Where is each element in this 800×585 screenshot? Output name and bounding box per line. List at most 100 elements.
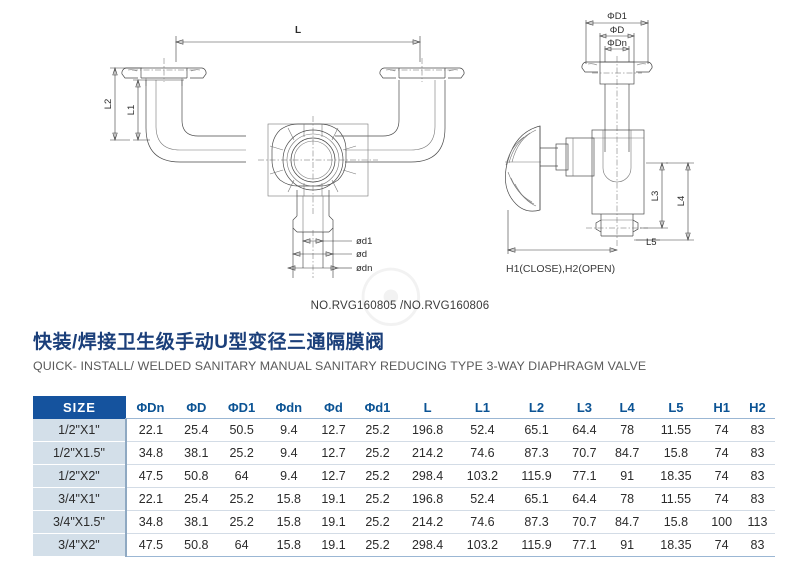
cell-value: 115.9 bbox=[509, 533, 564, 557]
cell-value: 78 bbox=[605, 487, 649, 511]
part-number-caption: NO.RVG160805 /NO.RVG160806 bbox=[310, 300, 490, 312]
cell-value: 115.9 bbox=[509, 464, 564, 488]
cell-value: 77.1 bbox=[563, 533, 606, 557]
bottom-outlet-stub bbox=[292, 190, 334, 278]
cell-value: 103.2 bbox=[455, 464, 510, 488]
technical-drawing: L bbox=[103, 11, 694, 278]
cell-value: 25.2 bbox=[354, 418, 401, 442]
cell-value: 12.7 bbox=[312, 464, 355, 488]
cell-value: 50.5 bbox=[217, 418, 266, 442]
cell-value: 22.1 bbox=[125, 418, 175, 442]
cell-size: 1/2"X1.5" bbox=[33, 441, 127, 465]
cell-value: 50.8 bbox=[175, 464, 218, 488]
cell-value: 50.8 bbox=[175, 533, 218, 557]
cell-value: 74 bbox=[703, 533, 740, 557]
handwheel bbox=[505, 125, 541, 212]
cell-value: 15.8 bbox=[265, 533, 313, 557]
cell-value: 70.7 bbox=[563, 510, 606, 534]
label-L: L bbox=[295, 25, 301, 36]
cell-value: 196.8 bbox=[400, 487, 456, 511]
cell-size: 3/4"X2" bbox=[33, 533, 127, 557]
column-header-dn: Φdn bbox=[265, 396, 313, 419]
cell-value: 298.4 bbox=[400, 533, 456, 557]
cell-size: 3/4"X1" bbox=[33, 487, 127, 511]
product-heading: 快装/焊接卫生级手动U型变径三通隔膜阀 QUICK- INSTALL/ WELD… bbox=[33, 331, 773, 374]
page-title-chinese: 快装/焊接卫生级手动U型变径三通隔膜阀 bbox=[33, 332, 385, 353]
dimension-D1 bbox=[584, 20, 650, 64]
column-header-L4: L4 bbox=[605, 396, 649, 419]
cell-value: 25.4 bbox=[175, 487, 218, 511]
cell-size: 1/2"X1" bbox=[33, 418, 127, 442]
cell-value: 34.8 bbox=[125, 510, 175, 534]
cell-value: 91 bbox=[605, 533, 649, 557]
label-dn: ødn bbox=[356, 263, 372, 274]
column-header-L: L bbox=[400, 396, 456, 419]
right-clamp-ferrule bbox=[379, 58, 465, 82]
column-header-L5: L5 bbox=[648, 396, 704, 419]
cell-value: 52.4 bbox=[455, 418, 510, 442]
cell-value: 12.7 bbox=[312, 418, 355, 442]
cell-value: 113 bbox=[739, 510, 775, 534]
cell-value: 38.1 bbox=[175, 510, 218, 534]
dimension-L5 bbox=[506, 210, 660, 254]
cell-value: 25.2 bbox=[354, 487, 401, 511]
dimension-L4 bbox=[636, 161, 694, 242]
cell-value: 84.7 bbox=[605, 510, 649, 534]
cell-value: 65.1 bbox=[509, 418, 564, 442]
column-header-D: ΦD bbox=[175, 396, 218, 419]
cell-value: 11.55 bbox=[648, 418, 704, 442]
cell-value: 83 bbox=[739, 487, 775, 511]
dimension-stack-d bbox=[286, 238, 352, 271]
cell-value: 74 bbox=[703, 464, 740, 488]
cell-value: 22.1 bbox=[125, 487, 175, 511]
cell-value: 25.2 bbox=[354, 464, 401, 488]
column-header-H2: H2 bbox=[739, 396, 775, 419]
cell-value: 15.8 bbox=[648, 510, 704, 534]
column-header-size: SIZE bbox=[33, 396, 126, 419]
cell-value: 74 bbox=[703, 487, 740, 511]
cell-value: 214.2 bbox=[400, 510, 456, 534]
label-L1: L1 bbox=[126, 105, 137, 116]
cell-value: 64.4 bbox=[563, 487, 606, 511]
cell-value: 25.2 bbox=[354, 510, 401, 534]
cell-value: 52.4 bbox=[455, 487, 510, 511]
cell-value: 83 bbox=[739, 441, 775, 465]
column-header-H1: H1 bbox=[703, 396, 740, 419]
cell-value: 87.3 bbox=[509, 510, 564, 534]
column-header-Dn: ΦDn bbox=[125, 396, 175, 419]
cell-value: 47.5 bbox=[125, 533, 175, 557]
cell-value: 25.2 bbox=[217, 441, 266, 465]
dimension-L1 bbox=[133, 78, 184, 142]
valve-body-center bbox=[258, 116, 378, 215]
cell-value: 298.4 bbox=[400, 464, 456, 488]
dimension-L3 bbox=[640, 161, 668, 230]
cell-value: 78 bbox=[605, 418, 649, 442]
cell-value: 91 bbox=[605, 464, 649, 488]
right-view-outlet-stub bbox=[586, 214, 648, 237]
label-Dn: ΦDn bbox=[607, 38, 627, 49]
cell-value: 74.6 bbox=[455, 510, 510, 534]
label-L2: L2 bbox=[103, 99, 114, 110]
dimension-D bbox=[599, 33, 635, 62]
cell-value: 74.6 bbox=[455, 441, 510, 465]
right-view-top-ferrule bbox=[581, 56, 653, 248]
cell-value: 25.2 bbox=[354, 441, 401, 465]
cell-value: 25.2 bbox=[217, 510, 266, 534]
cell-value: 38.1 bbox=[175, 441, 218, 465]
label-d1: ød1 bbox=[356, 236, 372, 247]
dimension-Dn bbox=[604, 46, 630, 62]
cell-value: 34.8 bbox=[125, 441, 175, 465]
cell-value: 25.2 bbox=[217, 487, 266, 511]
cell-size: 1/2"X2" bbox=[33, 464, 127, 488]
cell-value: 11.55 bbox=[648, 487, 704, 511]
cell-value: 65.1 bbox=[509, 487, 564, 511]
right-view-body bbox=[540, 129, 645, 215]
cell-value: 19.1 bbox=[312, 533, 355, 557]
column-header-d1: Φd1 bbox=[354, 396, 401, 419]
dimension-L2 bbox=[110, 66, 142, 142]
